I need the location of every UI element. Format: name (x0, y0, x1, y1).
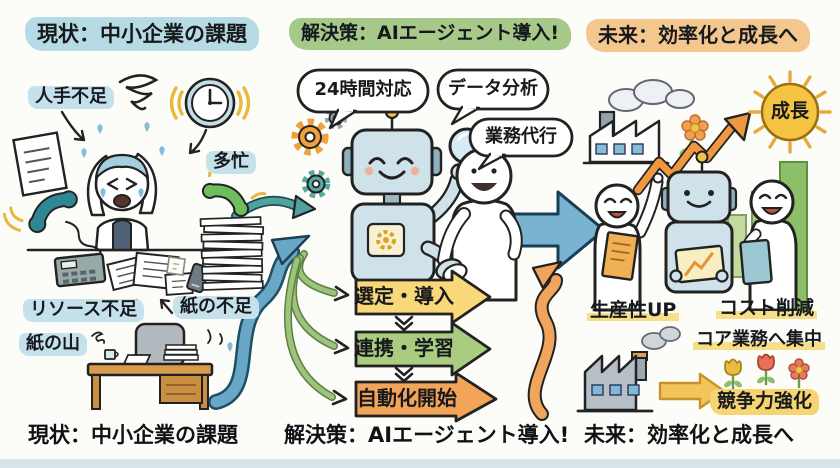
clock-icon (169, 77, 251, 129)
desk-with-chair (86, 322, 233, 410)
scattered-papers (106, 251, 194, 296)
label-paper-shortage: 紙の不足 (173, 296, 259, 319)
gear-icon-orange (291, 118, 329, 156)
label-competitiveness: 競争力強化 (710, 389, 820, 415)
label-busy: 多忙 (206, 151, 256, 174)
label-resource-shortage: リソース不足 (23, 299, 145, 322)
step-select-introduce: 選定・導入 (354, 284, 454, 308)
label-core-business-focus: コア業務へ集中 (693, 329, 825, 351)
paper-stack-icon (199, 216, 265, 291)
calculator-icon (53, 252, 107, 288)
speech-bubble-24h (296, 68, 430, 130)
bubble-24h-support: 24時間対応 (314, 79, 412, 100)
double-chevron-2 (394, 366, 414, 383)
arrow-hitode-to-doc (60, 110, 86, 142)
arrow-fan-green (283, 250, 350, 406)
step-banner-3 (354, 371, 498, 423)
speech-bubble-data (436, 68, 550, 126)
caption-current: 現状：中小企業の課題 (28, 423, 238, 447)
label-cost-reduction: コスト削減 (716, 297, 818, 320)
step-banner-1 (354, 269, 492, 325)
bubble-data-analysis: データ分析 (448, 78, 538, 99)
factory-bottom (576, 326, 681, 413)
double-chevron-1 (394, 315, 414, 332)
sun-growth-label: 成長 (770, 100, 809, 122)
label-productivity-up: 生産性UP (587, 299, 680, 322)
arrow-middle-to-right-orange (527, 260, 563, 421)
person-with-tablet (739, 179, 798, 312)
label-paper-mountain: 紙の山 (19, 333, 87, 356)
flowers-bottom (724, 353, 810, 389)
stressed-person (81, 122, 165, 252)
arrow-clock-to-person (188, 128, 208, 155)
arrow-up-paper (159, 298, 174, 315)
panel-title-current: 現状：中小企業の課題 (25, 17, 259, 52)
factory-top (582, 79, 695, 165)
growth-zigzag-arrow (632, 111, 752, 196)
sun-icon (748, 70, 832, 154)
robot-right (660, 150, 738, 294)
label-labor-shortage: 人手不足 (28, 86, 114, 109)
tornado-icon (118, 74, 159, 111)
gear-icon-teal (301, 169, 331, 199)
caption-solution: 解決策：AIエージェント導入! (284, 423, 570, 447)
panel-title-future: 未来：効率化と成長へ (586, 19, 810, 52)
caption-future: 未来：効率化と成長へ (584, 423, 794, 447)
panel-title-solution: 解決策：AIエージェント導入! (289, 18, 572, 50)
person-pointing (593, 172, 664, 312)
document-icon (12, 131, 68, 197)
person-main (435, 147, 523, 302)
step-link-learn: 連携・学習 (354, 336, 454, 360)
speech-bubble-gyomu (468, 117, 574, 171)
bubble-task-delegation: 業務代行 (485, 126, 557, 147)
bottom-edge-strip (0, 459, 840, 468)
step-banner-2 (354, 321, 492, 377)
step-automation-start: 自動化開始 (357, 386, 457, 410)
